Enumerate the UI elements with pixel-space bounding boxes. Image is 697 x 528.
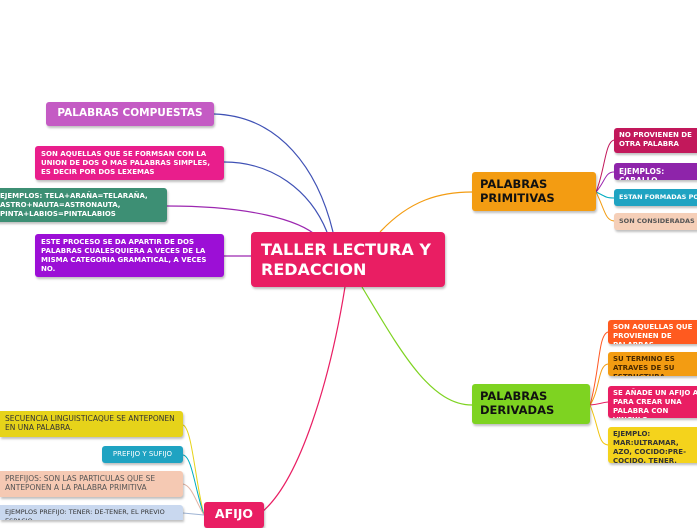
afijo-item-0[interactable]: SECUENCIA LINGUISTICAQUE SE ANTEPONEN EN… xyxy=(0,411,183,437)
derivadas-item-3[interactable]: EJEMPLO: MAR:ULTRAMAR, AZO, COCIDO:PRE-C… xyxy=(608,427,697,463)
primitivas-item-0[interactable]: NO PROVIENEN DE OTRA PALABRA xyxy=(614,128,697,153)
topic-afijo[interactable]: AFIJO xyxy=(204,502,264,528)
topic-ejemplos-compuestas[interactable]: EJEMPLOS: TELA+ARAÑA=TELARAÑA, ASTRO+NAU… xyxy=(0,188,167,222)
topic-proceso-compuestas[interactable]: ESTE PROCESO SE DA APARTIR DE DOS PALABR… xyxy=(35,234,224,277)
link-afijo xyxy=(261,286,346,513)
link-compuestas xyxy=(213,113,334,233)
link-primitivas xyxy=(379,191,473,233)
afijo-item-2[interactable]: PREFIJOS: SON LAS PARTICULAS QUE SE ANTE… xyxy=(0,471,183,497)
topic-palabras-derivadas[interactable]: PALABRAS DERIVADAS xyxy=(472,384,590,424)
link-definicion xyxy=(223,161,328,233)
topic-palabras-primitivas[interactable]: PALABRAS PRIMITIVAS xyxy=(472,172,596,211)
central-topic[interactable]: TALLER LECTURA Y REDACCION xyxy=(251,232,445,287)
link-derivadas xyxy=(361,286,473,406)
primitivas-item-1[interactable]: EJEMPLOS: CABALLO xyxy=(614,163,697,180)
derivadas-item-1[interactable]: SU TERMINO ES ATRAVES DE SU ESTRUCTURA xyxy=(608,352,697,376)
afijo-item-1[interactable]: PREFIJO Y SUFIJO xyxy=(102,446,183,463)
topic-definicion-compuestas[interactable]: SON AQUELLAS QUE SE FORMSAN CON LA UNION… xyxy=(35,146,224,180)
primitivas-item-3[interactable]: SON CONSIDERADAS xyxy=(614,213,697,230)
topic-palabras-compuestas[interactable]: PALABRAS COMPUESTAS xyxy=(46,102,214,126)
link-ejemplos xyxy=(166,205,319,238)
derivadas-item-0[interactable]: SON AQUELLAS QUE PROVIENEN DE PALABRAS P… xyxy=(608,320,697,344)
derivadas-item-2[interactable]: SE AÑADE UN AFIJO A PARA CREAR UNA PALAB… xyxy=(608,386,697,418)
afijo-item-3[interactable]: EJEMPLOS PREFIJO: TENER: DE-TENER, EL PR… xyxy=(0,505,183,520)
primitivas-item-2[interactable]: ESTAN FORMADAS POR xyxy=(614,189,697,206)
